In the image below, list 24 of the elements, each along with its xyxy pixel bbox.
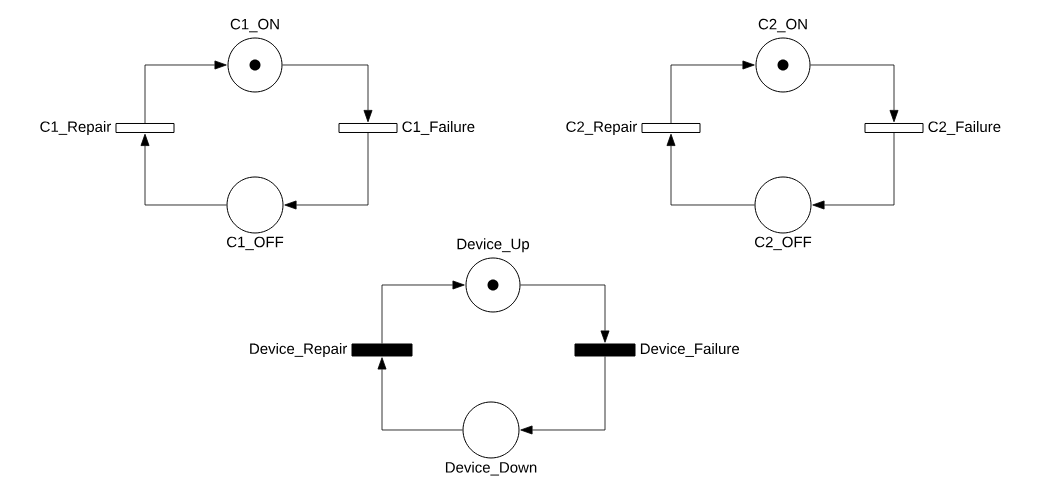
transition-label: C1_Repair bbox=[40, 121, 112, 135]
transition-label: Device_Failure bbox=[640, 343, 740, 357]
arrow bbox=[810, 64, 899, 123]
arrow bbox=[520, 284, 610, 343]
place-label: C2_ON bbox=[758, 18, 807, 33]
transition-label: C2_Repair bbox=[566, 121, 638, 135]
arrow bbox=[666, 133, 755, 206]
arrow bbox=[520, 356, 606, 435]
arrow bbox=[282, 64, 373, 123]
transition-label: Device_Repair bbox=[250, 343, 348, 357]
arrow bbox=[812, 132, 895, 210]
arrow bbox=[377, 357, 463, 431]
arrow bbox=[381, 280, 465, 344]
place-label: C2_OFF bbox=[755, 236, 812, 251]
transition-label: C2_Failure bbox=[928, 121, 1001, 135]
place-label: C1_ON bbox=[230, 18, 279, 33]
transition-label: C1_Failure bbox=[402, 121, 475, 135]
place-label: Device_Down bbox=[445, 461, 537, 476]
arrow bbox=[284, 132, 369, 210]
arrow bbox=[140, 133, 227, 206]
place-label: C1_OFF bbox=[227, 236, 284, 251]
place-label: Device_Up bbox=[457, 238, 530, 253]
arrow bbox=[144, 60, 227, 124]
arrow bbox=[670, 60, 755, 124]
